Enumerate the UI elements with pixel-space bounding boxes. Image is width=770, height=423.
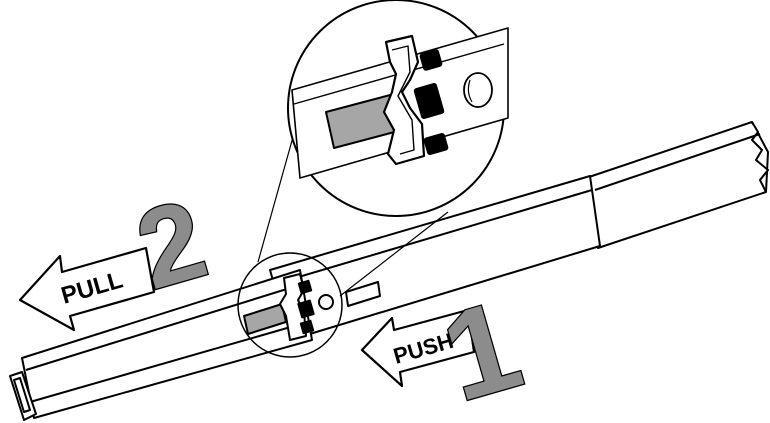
step-1-number: 1 (429, 273, 535, 423)
rail-slot (345, 281, 381, 307)
release-clip-large (382, 34, 426, 166)
inner-rail-edge-1 (25, 283, 304, 371)
clip-block-large-3 (423, 133, 449, 155)
clip-block-large-2 (413, 83, 445, 119)
inner-rail-end-cap-front (13, 377, 31, 413)
push-arrow-icon (360, 308, 476, 388)
rail-hole-small (318, 294, 334, 310)
pull-arrow-icon (18, 246, 156, 332)
connector-right (339, 211, 449, 297)
outer-rail-break (751, 121, 769, 193)
detail-small (237, 252, 343, 358)
rail-hole-large (463, 72, 493, 108)
clip-block-small-2 (297, 299, 315, 319)
step-2-pull: PULL 2 (18, 174, 220, 332)
rail-hole-shade (467, 79, 473, 103)
clip-block-large-1 (419, 49, 443, 71)
inner-rail-edge-2 (29, 321, 309, 403)
release-clip-fold (391, 45, 415, 155)
rail-assembly (9, 121, 769, 421)
clip-block-small-3 (299, 319, 315, 335)
clip-block-small-1 (297, 279, 313, 295)
outer-rail-edge (594, 133, 761, 191)
detail-small-circle (237, 252, 343, 358)
detail-large (287, 0, 509, 217)
